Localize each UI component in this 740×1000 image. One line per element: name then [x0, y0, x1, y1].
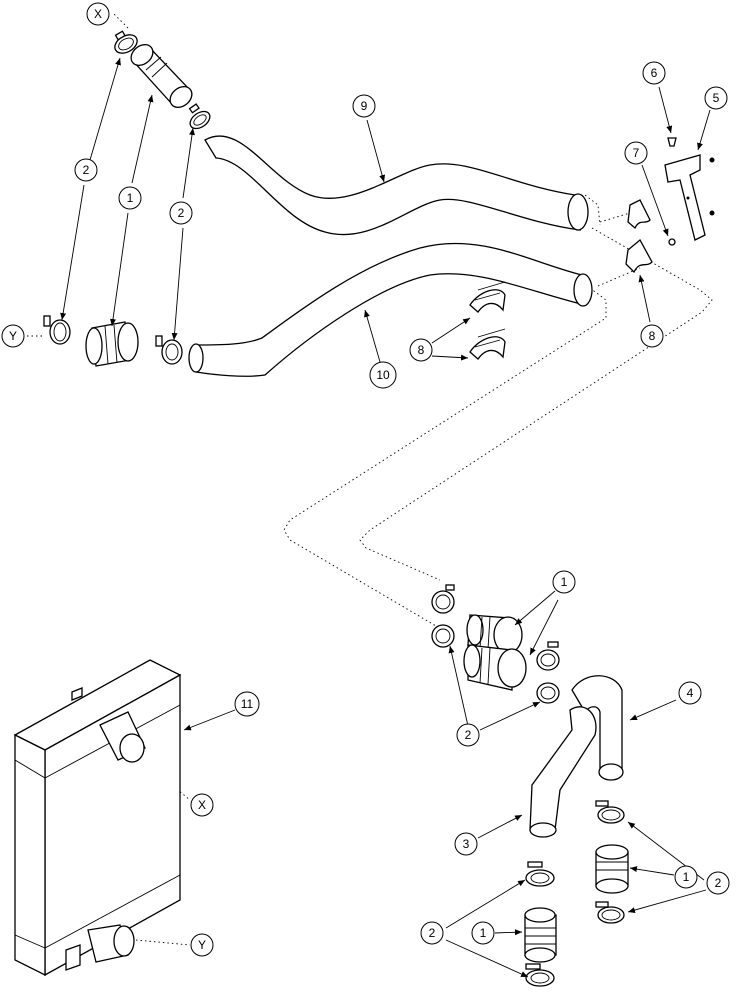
callout-2-bottom: 2: [420, 921, 444, 945]
coupler-lower-right[interactable]: [595, 844, 629, 894]
callout-2-mid: 2: [169, 201, 193, 225]
svg-text:8: 8: [418, 343, 425, 357]
svg-text:2: 2: [83, 163, 90, 177]
callout-1-mid: 1: [552, 570, 576, 594]
bracket-5[interactable]: [664, 154, 715, 241]
svg-text:8: 8: [649, 329, 656, 343]
svg-text:9: 9: [361, 99, 368, 113]
clamp-center-lower[interactable]: [431, 624, 455, 648]
svg-text:Y: Y: [9, 329, 17, 343]
elbow-hose-4[interactable]: [571, 675, 624, 781]
clamp-center-right-lower[interactable]: [536, 682, 560, 704]
callout-x-top: X: [86, 2, 110, 26]
clamp-lower-left-top[interactable]: [525, 861, 555, 887]
hose-9[interactable]: [204, 135, 589, 236]
clamp-center-right-upper[interactable]: [536, 641, 560, 671]
callout-5: 5: [704, 86, 728, 110]
callout-y-radiator: Y: [190, 933, 214, 957]
hose-10[interactable]: [188, 242, 593, 377]
clamp-lower-right-bottom[interactable]: [595, 901, 625, 924]
elbow-hose-3[interactable]: [529, 706, 597, 838]
callout-4: 4: [678, 681, 702, 705]
clamp-y-left[interactable]: [43, 315, 71, 345]
callout-11: 11: [234, 691, 260, 717]
svg-text:1: 1: [480, 926, 487, 940]
svg-text:X: X: [198, 798, 206, 812]
coupler-center-lower[interactable]: [463, 644, 527, 691]
saddle-clamp-upper[interactable]: [627, 199, 651, 230]
callout-2-left: 2: [74, 158, 98, 182]
callout-7: 7: [624, 141, 648, 165]
svg-text:2: 2: [178, 206, 185, 220]
svg-text:6: 6: [651, 66, 658, 80]
svg-text:10: 10: [376, 368, 390, 382]
bolt-6[interactable]: [667, 137, 677, 147]
nut-7[interactable]: [668, 238, 676, 246]
clamp-x-top[interactable]: [112, 30, 141, 57]
coupler-hose-top[interactable]: [127, 40, 196, 111]
svg-text:5: 5: [713, 91, 720, 105]
leader-lines: [60, 57, 711, 978]
clamp-top-right[interactable]: [187, 103, 213, 132]
svg-text:2: 2: [715, 876, 722, 890]
clamp-center-upper[interactable]: [431, 584, 455, 614]
svg-text:X: X: [94, 7, 102, 21]
svg-text:1: 1: [127, 191, 134, 205]
callout-1-low: 1: [674, 865, 698, 889]
callout-2-right: 2: [706, 871, 730, 895]
svg-text:1: 1: [683, 870, 690, 884]
clamp-lower-left-bottom[interactable]: [525, 963, 555, 987]
coupler-hose-left[interactable]: [85, 321, 139, 367]
saddle-clamp-lower[interactable]: [625, 238, 653, 274]
callout-y-left: Y: [1, 324, 25, 348]
svg-text:11: 11: [241, 697, 254, 711]
callout-x-radiator: X: [190, 793, 214, 817]
callout-1-bottom: 1: [471, 921, 495, 945]
callout-1-top: 1: [118, 186, 142, 210]
callout-8-left: 8: [409, 338, 433, 362]
callout-2-center: 2: [456, 723, 480, 747]
clamp-left-mid[interactable]: [155, 335, 183, 365]
svg-text:3: 3: [463, 837, 470, 851]
clamp-lower-right-top[interactable]: [595, 800, 625, 824]
svg-text:2: 2: [429, 926, 436, 940]
callout-6: 6: [642, 61, 666, 85]
callout-10: 10: [369, 361, 397, 389]
svg-text:1: 1: [561, 575, 568, 589]
coupler-lower-left[interactable]: [524, 907, 557, 963]
u-bolt-lower[interactable]: [469, 328, 506, 360]
charge-air-cooler-11[interactable]: [13, 659, 182, 977]
callout-3: 3: [454, 832, 478, 856]
callout-8-right: 8: [640, 324, 664, 348]
svg-text:7: 7: [633, 146, 640, 160]
svg-text:4: 4: [687, 686, 694, 700]
svg-text:2: 2: [465, 728, 472, 742]
callout-9: 9: [352, 94, 376, 118]
svg-text:Y: Y: [198, 938, 206, 952]
u-bolt-upper[interactable]: [469, 281, 506, 313]
